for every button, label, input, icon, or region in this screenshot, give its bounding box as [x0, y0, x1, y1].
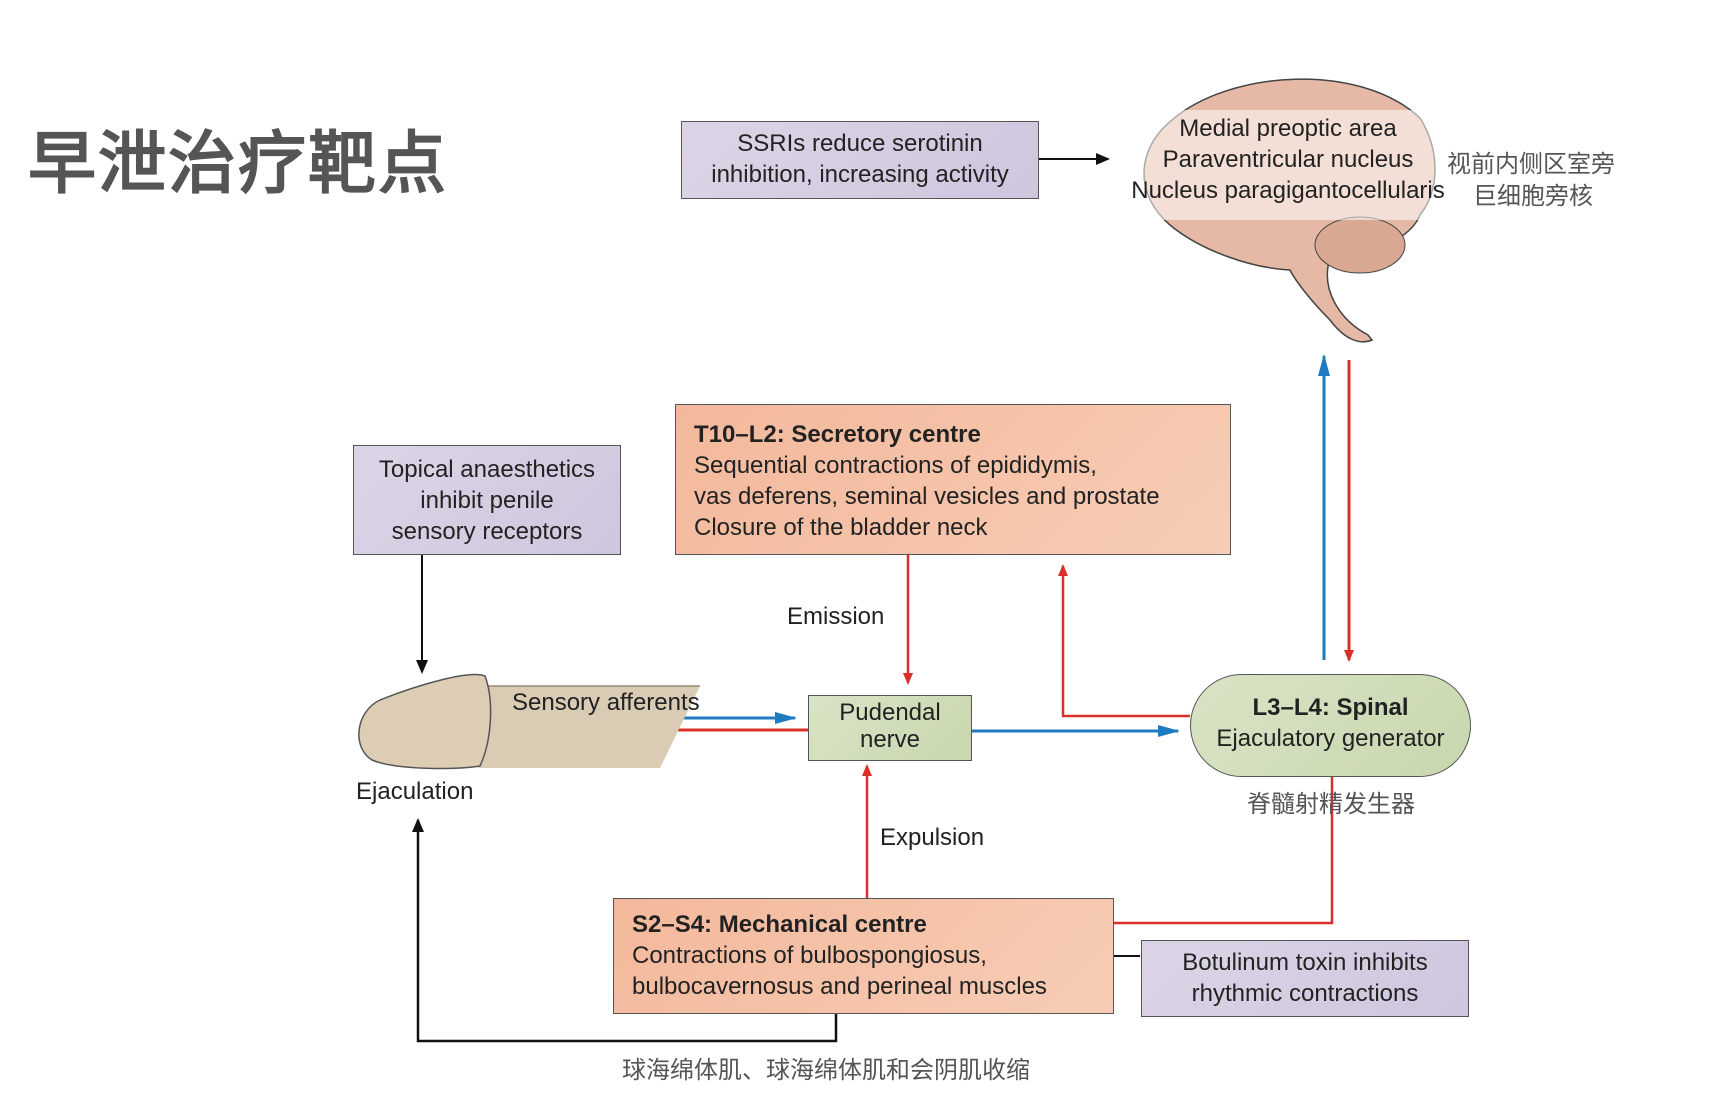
spinal-cn-label: 脊髓射精发生器 [1247, 790, 1415, 818]
mechanical-cn-label: 球海绵体肌、球海绵体肌和会阴肌收缩 [622, 1056, 1030, 1084]
emission-label: Emission [787, 603, 885, 630]
arrow-mechanical-to-ejaculation [412, 818, 838, 1043]
spinal-generator-box: L3–L4: Spinal Ejaculatory generator [1190, 674, 1471, 777]
botulinum-line-1: Botulinum toxin inhibits [1182, 949, 1428, 976]
ejaculation-label: Ejaculation [356, 778, 474, 805]
spinal-heading: L3–L4: Spinal [1252, 694, 1409, 721]
brain-labels: Medial preoptic area Paraventricular nuc… [1112, 113, 1464, 206]
brain-illustration [1120, 78, 1440, 343]
secretory-line-1: Sequential contractions of epididymis, [694, 452, 1097, 479]
botulinum-toxin-box: Botulinum toxin inhibits rhythmic contra… [1141, 940, 1469, 1017]
mechanical-heading: S2–S4: Mechanical centre [632, 911, 927, 938]
secretory-line-2: vas deferens, seminal vesicles and prost… [694, 483, 1160, 510]
pudendal-line-1: Pudendal [839, 699, 941, 726]
topical-line-3: sensory receptors [391, 518, 583, 545]
brain-line-pvn: Paraventricular nucleus [1162, 146, 1414, 173]
secretory-heading: T10–L2: Secretory centre [694, 421, 981, 448]
ssri-line-2: inhibition, increasing activity [711, 161, 1009, 188]
spinal-line: Ejaculatory generator [1216, 725, 1445, 752]
mechanical-centre-box: S2–S4: Mechanical centre Contractions of… [613, 898, 1114, 1014]
ssri-box: SSRIs reduce serotinin inhibition, incre… [681, 121, 1039, 199]
topical-anaesthetics-box: Topical anaesthetics inhibit penile sens… [353, 445, 621, 555]
brain-cn-line-1: 视前内侧区室旁 [1447, 150, 1615, 178]
secretory-line-3: Closure of the bladder neck [694, 514, 988, 541]
sensory-afferents-label: Sensory afferents [512, 689, 700, 716]
botulinum-line-2: rhythmic contractions [1191, 980, 1419, 1007]
expulsion-label: Expulsion [880, 824, 985, 851]
secretory-centre-box: T10–L2: Secretory centre Sequential cont… [675, 404, 1231, 555]
slide-title: 早泄治疗靶点 [28, 125, 449, 204]
pudendal-nerve-box: Pudendal nerve [808, 695, 972, 761]
brain-line-mpoa: Medial preoptic area [1179, 115, 1397, 142]
topical-line-2: inhibit penile [420, 487, 554, 514]
arrow-spinal-to-secretory [1058, 564, 1190, 718]
mechanical-line-1: Contractions of bulbospongiosus, [632, 942, 987, 969]
arrow-spinal-to-mechanical [1038, 776, 1334, 928]
ssri-line-1: SSRIs reduce serotinin [737, 130, 983, 157]
topical-line-1: Topical anaesthetics [378, 456, 596, 483]
brain-line-npg: Nucleus paragigantocellularis [1131, 177, 1445, 204]
penis-illustration [358, 673, 700, 770]
pudendal-line-2: nerve [859, 726, 921, 753]
brain-cn-line-2: 巨细胞旁核 [1473, 182, 1593, 210]
mechanical-line-2: bulbocavernosus and perineal muscles [632, 973, 1047, 1000]
